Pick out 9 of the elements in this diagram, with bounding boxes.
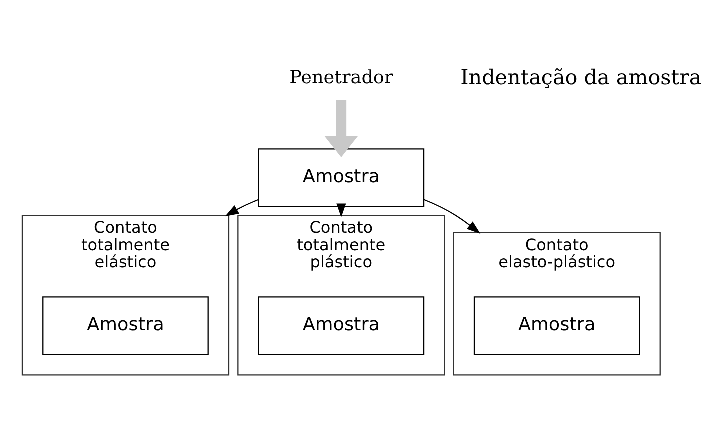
arrow: [424, 199, 481, 234]
node-box: Amostra: [42, 296, 209, 356]
label: Indentação da amostra: [460, 65, 702, 90]
arrow: [336, 204, 346, 218]
node-text: Penetrador: [290, 68, 394, 89]
node-box: Amostra: [258, 296, 425, 356]
node-box: Amostra: [474, 296, 640, 356]
arrow: [225, 199, 259, 217]
arrow: [324, 100, 358, 158]
